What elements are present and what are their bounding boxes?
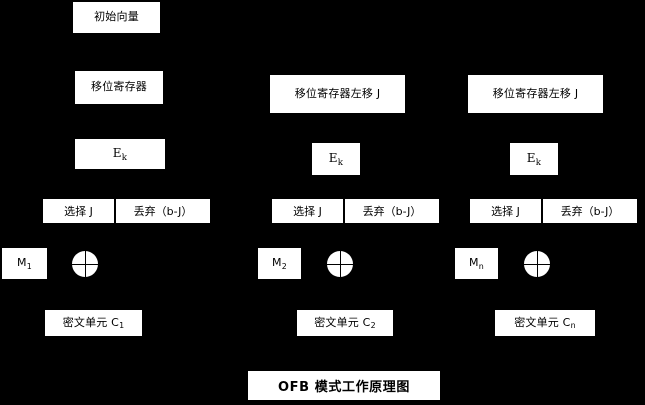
shift-register-box-1: 移位寄存器	[75, 71, 163, 104]
initial-vector-label: 初始向量	[94, 10, 139, 24]
encrypt-box-1: Ek	[75, 139, 165, 169]
discard-label-3: 丢弃（b-J）	[560, 205, 620, 218]
plaintext-box-3: Mn	[455, 248, 498, 279]
encrypt-label-3: Ek	[526, 151, 542, 168]
select-cell-1: 选择 J	[43, 199, 116, 223]
encrypt-box-2: Ek	[312, 143, 360, 175]
select-label-2: 选择 J	[293, 205, 322, 218]
xor-operator-2	[327, 251, 353, 277]
ciphertext-label-2: 密文单元 C2	[314, 315, 376, 331]
ciphertext-label-1: 密文单元 C1	[62, 315, 125, 331]
ciphertext-label-3: 密文单元 Cn	[514, 315, 576, 331]
ciphertext-box-2: 密文单元 C2	[297, 310, 393, 336]
plaintext-label-2: M2	[272, 256, 287, 271]
discard-cell-3: 丢弃（b-J）	[543, 199, 637, 223]
initial-vector-box: 初始向量	[73, 2, 160, 33]
ciphertext-box-3: 密文单元 Cn	[495, 310, 595, 336]
select-label-1: 选择 J	[64, 205, 93, 218]
discard-cell-1: 丢弃（b-J）	[116, 199, 210, 223]
shift-register-label-1: 移位寄存器	[91, 80, 147, 94]
encrypt-label-2: Ek	[328, 151, 344, 168]
ciphertext-box-1: 密文单元 C1	[45, 310, 142, 336]
discard-cell-2: 丢弃（b-J）	[345, 199, 439, 223]
shift-register-label-3: 移位寄存器左移 J	[492, 86, 579, 100]
discard-label-2: 丢弃（b-J）	[362, 205, 422, 218]
encrypt-box-3: Ek	[510, 143, 558, 175]
select-discard-box-3: 选择 J 丢弃（b-J）	[470, 199, 637, 223]
select-label-3: 选择 J	[491, 205, 520, 218]
page-title: OFB 模式工作原理图	[278, 380, 410, 395]
plaintext-box-1: M1	[2, 248, 47, 279]
select-discard-box-1: 选择 J 丢弃（b-J）	[43, 199, 210, 223]
select-cell-3: 选择 J	[470, 199, 543, 223]
plaintext-label-3: Mn	[469, 256, 484, 271]
select-discard-box-2: 选择 J 丢弃（b-J）	[272, 199, 439, 223]
xor-operator-3	[524, 251, 550, 277]
xor-operator-1	[72, 251, 98, 277]
plaintext-label-1: M1	[17, 256, 32, 271]
select-cell-2: 选择 J	[272, 199, 345, 223]
shift-register-label-2: 移位寄存器左移 J	[294, 86, 381, 100]
encrypt-label-1: Ek	[112, 146, 128, 163]
discard-label-1: 丢弃（b-J）	[133, 205, 193, 218]
diagram-title-box: OFB 模式工作原理图	[248, 371, 440, 400]
plaintext-box-2: M2	[258, 248, 301, 279]
shift-register-box-2: 移位寄存器左移 J	[270, 75, 405, 113]
shift-register-box-3: 移位寄存器左移 J	[468, 75, 603, 113]
